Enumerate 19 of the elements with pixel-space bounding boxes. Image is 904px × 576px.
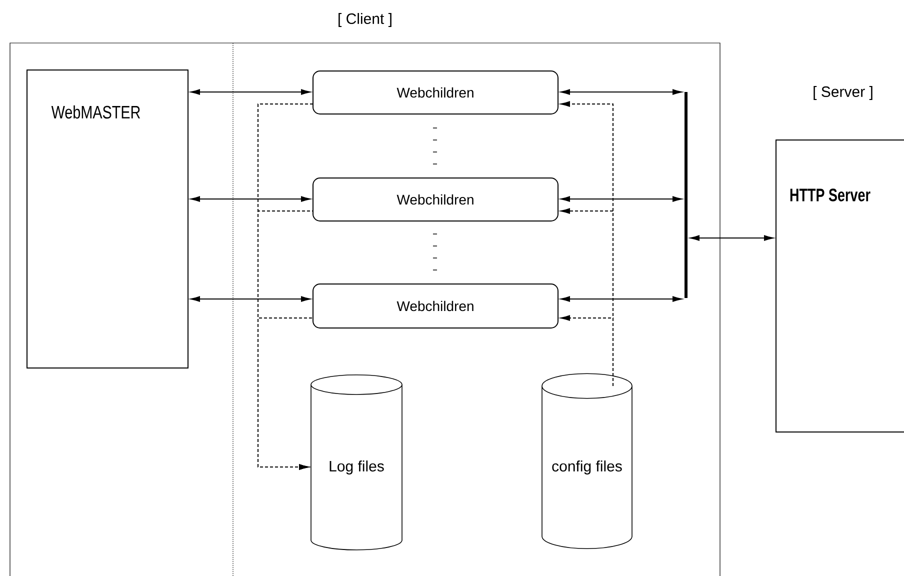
process-box: Webchildren	[312, 284, 558, 328]
process-box: Webchildren	[312, 70, 558, 114]
box-title: WebMASTER	[51, 105, 140, 119]
arrow	[258, 318, 314, 470]
arrow	[690, 235, 774, 241]
arrow	[560, 89, 682, 95]
database-cylinder: Log files	[310, 374, 402, 550]
arrow	[190, 296, 310, 302]
frame-heading: [ Server ]	[814, 86, 872, 100]
arrow	[560, 315, 614, 386]
arrow	[560, 296, 682, 302]
bus-line	[684, 92, 688, 298]
arrow	[190, 196, 310, 202]
arrow	[190, 89, 310, 95]
arrow	[560, 196, 682, 202]
process-box: Webchildren	[312, 178, 558, 222]
database-cylinder: config files	[542, 373, 632, 549]
frame-heading: [ Client ]	[338, 13, 392, 27]
box-title: HTTP Server	[790, 188, 870, 202]
